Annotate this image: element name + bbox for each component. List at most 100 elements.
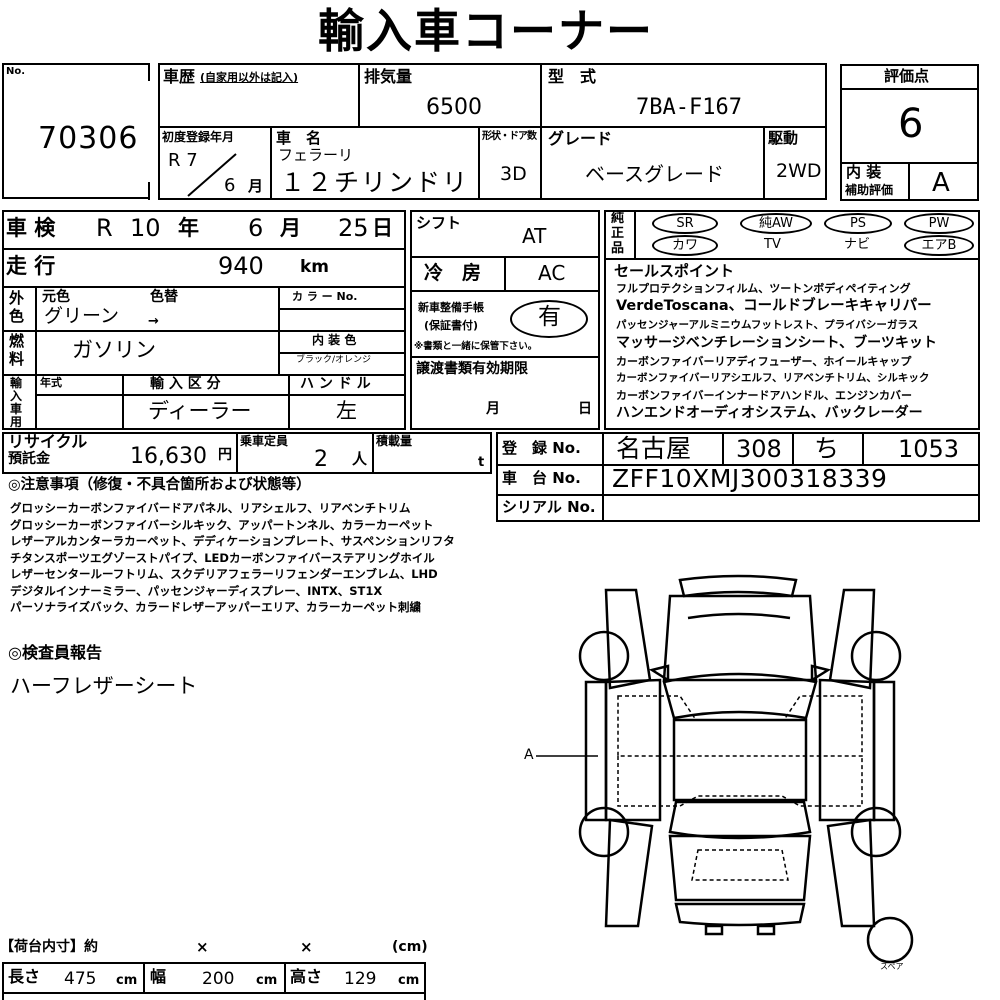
mileage-value: 940 xyxy=(218,252,264,280)
fuel-label-2: 料 xyxy=(9,350,25,368)
import-year-label: 年式 xyxy=(40,376,62,389)
recycle-label-1: リサイクル xyxy=(8,432,88,451)
capacity-unit: 人 xyxy=(352,450,368,468)
inspection-label: 車 検 xyxy=(6,216,56,240)
stock-number-box xyxy=(2,63,149,199)
sales-point-line: カーボンファイバーリアシエルフ、リアベンチトリム、シルキック xyxy=(616,372,930,384)
notes-line: グロッシーカーボンファイバーシルキック、アッパートンネル、カラーカーペット xyxy=(10,517,434,532)
middle-info-grid xyxy=(410,210,600,430)
sales-point-line: ハンエンドオーディオシステム、バックレーダー xyxy=(616,405,923,421)
genuine-item-ps: PS xyxy=(824,213,892,234)
car-model-name: １２チリンドリ xyxy=(280,168,470,197)
handle-label: ハ ン ド ル xyxy=(300,376,371,392)
spare-tire-label: スペア xyxy=(880,962,904,971)
transfer-month-unit: 月 xyxy=(486,401,500,417)
genuine-item-sr: SR xyxy=(652,213,718,234)
sales-point-box xyxy=(604,210,980,430)
notes-line: デジタルインナーミラー、パッセンジャーディスプレー、INTX、ST1X xyxy=(10,583,383,598)
genuine-item-kawa: カワ xyxy=(652,235,718,256)
interior-score-label-2: 補助評価 xyxy=(845,183,894,197)
body-type-value: 3D xyxy=(500,163,527,185)
sales-point-line: カーボンファイバーインナードアハンドル、エンジンカバー xyxy=(616,389,913,402)
recycle-label-2: 預託金 xyxy=(8,451,50,467)
sales-point-line: VerdeToscana、コールドブレーキキャリパー xyxy=(616,298,932,314)
color-value: グリーン xyxy=(44,305,120,327)
notes-line: レザーセンタールーフトリム、スクデリアフェラーリフェンダーエンブレム、LHD xyxy=(10,567,438,581)
shift-value: AT xyxy=(522,224,547,248)
color-label-1: 外 xyxy=(9,289,25,307)
interior-score-value: A xyxy=(932,168,950,198)
cargo-length-label: 長さ xyxy=(8,967,41,986)
notes-line: チタンスポーツエグゾーストパイプ、LEDカーボンファイバーステアリングホイル xyxy=(10,550,435,565)
stock-no-label: No. xyxy=(6,66,26,77)
model-code-value: 7BA-F167 xyxy=(636,95,742,120)
mileage-unit: km xyxy=(300,257,330,277)
model-code-label: 型 式 xyxy=(548,67,597,86)
chassis-value: ZFF10XMJ300318339 xyxy=(612,464,888,493)
mileage-label: 走 行 xyxy=(6,254,56,278)
serial-label: シリアル No. xyxy=(502,498,596,516)
cargo-heading: 【荷台内寸】約 xyxy=(0,939,98,955)
registration-city: 名古屋 xyxy=(616,434,692,463)
notes-line: パーソナライズバック、カラードレザーアッパーエリア、カラーカーペット刺繍 xyxy=(10,600,422,614)
fuel-label-1: 燃 xyxy=(9,332,25,350)
import-division-value: ディーラー xyxy=(148,399,252,423)
cargo-length-value: 475 xyxy=(64,969,97,989)
import-division-label: 輸 入 区 分 xyxy=(150,376,221,392)
genuine-label-1: 純 xyxy=(611,211,625,226)
cargo-height-label: 高さ xyxy=(290,967,323,986)
registration-kana: ち xyxy=(814,434,840,463)
cargo-height-value: 129 xyxy=(344,969,377,989)
car-name-label: 車 名 xyxy=(276,129,322,147)
chassis-label: 車 台 No. xyxy=(502,469,581,487)
first-reg-era: R 7 xyxy=(168,150,198,171)
color-label-2: 色 xyxy=(9,307,25,325)
recycle-value: 16,630 xyxy=(130,444,207,469)
inspection-era: R xyxy=(96,214,113,242)
genuine-item-airbag: エアB xyxy=(904,235,974,256)
first-reg-month: 6 xyxy=(224,175,236,196)
drive-value: 2WD xyxy=(776,160,822,182)
import-label-2: 入 xyxy=(10,389,23,403)
transfer-label: 譲渡書類有効期限 xyxy=(416,361,528,377)
history-sub-label: (自家用以外は記入) xyxy=(200,71,299,84)
inspection-day-unit: 日 xyxy=(372,216,393,240)
first-reg-label: 初度登録年月 xyxy=(162,130,235,144)
interior-color-label: 内 装 色 xyxy=(312,333,357,347)
inspector-text: ハーフレザーシート xyxy=(10,674,198,698)
load-label: 積載量 xyxy=(376,434,413,448)
registration-class: 308 xyxy=(736,435,782,463)
inspector-heading: ◎検査員報告 xyxy=(8,643,102,662)
inspection-month-unit: 月 xyxy=(280,216,301,240)
ac-value: AC xyxy=(538,261,566,285)
stock-number: 70306 xyxy=(38,121,139,156)
vehicle-info-box xyxy=(158,63,827,200)
body-type-label: 形状・ドア数 xyxy=(482,131,537,142)
cargo-width-label: 幅 xyxy=(150,967,167,986)
color-code-label: カ ラ ー No. xyxy=(292,290,358,303)
interior-score-label-1: 内 装 xyxy=(846,163,882,181)
first-reg-month-unit: 月 xyxy=(248,177,264,195)
sales-point-line: パッセンジャーアルミニウムフットレスト、プライバシーガラス xyxy=(616,319,919,331)
registration-box xyxy=(496,432,980,522)
score-label: 評価点 xyxy=(884,67,930,85)
import-label-1: 輸 xyxy=(10,376,23,390)
sales-point-label: セールスポイント xyxy=(614,262,735,280)
sales-point-line: マッサージベンチレーションシート、ブーツキット xyxy=(616,335,937,351)
car-maker: フェラーリ xyxy=(278,146,354,164)
fuel-value: ガソリン xyxy=(72,338,156,362)
diagram-marker: A xyxy=(524,747,534,763)
ac-label: 冷 房 xyxy=(424,262,482,284)
inspection-year: 10 xyxy=(130,214,161,242)
score-value: 6 xyxy=(898,101,924,147)
import-label-4: 用 xyxy=(10,415,23,429)
notes-line: グロッシーカーボンファイバードアパネル、リアシェルフ、リアベンチトリム xyxy=(10,501,411,515)
grade-label: グレード xyxy=(548,129,613,148)
warranty-note: ※書類と一緒に保管下さい。 xyxy=(414,341,538,352)
grade-value: ベースグレード xyxy=(585,162,724,186)
original-color-label: 元色 xyxy=(42,289,70,305)
genuine-item-pw: PW xyxy=(904,213,974,234)
cargo-times-2: × xyxy=(300,938,313,956)
cargo-length-unit: cm xyxy=(116,973,138,988)
cargo-unit: (cm) xyxy=(392,939,428,955)
